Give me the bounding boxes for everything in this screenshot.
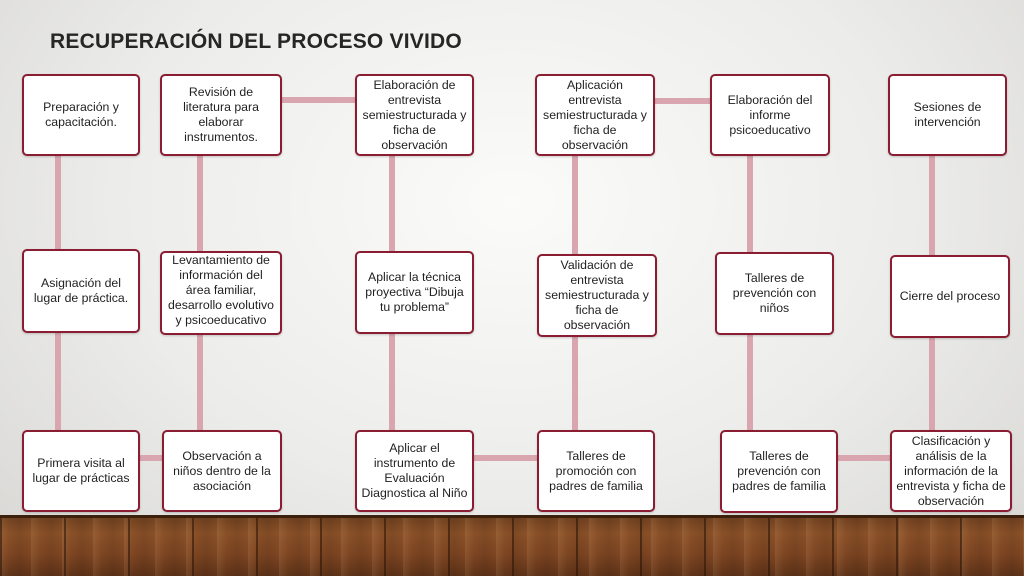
wood-floor [0,515,1024,576]
step-observacion-ninos: Observación a niños dentro de la asociac… [162,430,282,512]
step-asignacion-lugar: Asignación del lugar de práctica. [22,249,140,333]
step-evaluacion-diagnostica: Aplicar el instrumento de Evaluación Dia… [355,430,474,512]
step-elaboracion-entrevista: Elaboración de entrevista semiestructura… [355,74,474,156]
step-clasificacion-analisis: Clasificación y análisis de la informaci… [890,430,1012,512]
step-prevencion-padres: Talleres de prevención con padres de fam… [720,430,838,513]
step-prevencion-ninos: Talleres de prevención con niños [715,252,834,335]
step-levantamiento-informacion: Levantamiento de información del área fa… [160,251,282,335]
step-sesiones-intervencion: Sesiones de intervención [888,74,1007,156]
page-title: RECUPERACIÓN DEL PROCESO VIVIDO [50,30,462,53]
step-preparacion-capacitacion: Preparación y capacitación. [22,74,140,156]
step-informe-psicoeducativo: Elaboración del informe psicoeducativo [710,74,830,156]
step-talleres-promocion: Talleres de promoción con padres de fami… [537,430,655,512]
step-cierre-proceso: Cierre del proceso [890,255,1010,338]
step-validacion-entrevista: Validación de entrevista semiestructurad… [537,254,657,337]
step-revision-literatura: Revisión de literatura para elaborar ins… [160,74,282,156]
step-primera-visita: Primera visita al lugar de prácticas [22,430,140,512]
step-aplicacion-entrevista: Aplicación entrevista semiestructurada y… [535,74,655,156]
step-tecnica-proyectiva: Aplicar la técnica proyectiva “Dibuja tu… [355,251,474,334]
